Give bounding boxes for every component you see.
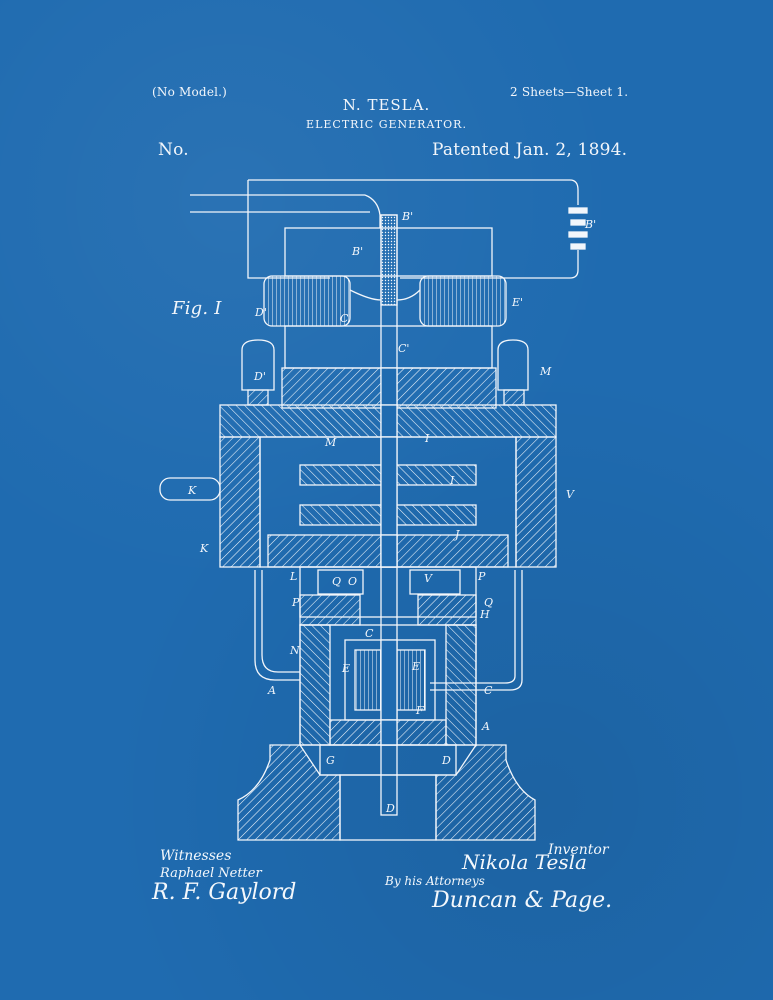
part-label: N bbox=[289, 644, 300, 657]
lead-wires bbox=[190, 194, 370, 213]
part-label: O bbox=[348, 575, 357, 588]
attorneys-signature: Duncan & Page. bbox=[432, 888, 613, 913]
part-label: H bbox=[479, 608, 490, 621]
part-label: M bbox=[324, 436, 337, 449]
part-label: Q bbox=[332, 575, 341, 588]
part-label: B' bbox=[351, 245, 363, 258]
part-label: D' bbox=[253, 370, 266, 383]
part-label: P bbox=[477, 570, 486, 583]
figure-label: Fig. I bbox=[172, 298, 222, 319]
inlet-pipe bbox=[159, 477, 221, 501]
inventor-name: N. TESLA. bbox=[342, 96, 431, 114]
part-label: B' bbox=[584, 218, 596, 231]
oil-cup-left-icon bbox=[241, 339, 275, 406]
no-model-note: (No Model.) bbox=[152, 85, 228, 99]
patent-number-label: No. bbox=[158, 140, 189, 160]
inventor-signature: Nikola Tesla bbox=[462, 850, 587, 874]
part-label: L bbox=[289, 570, 297, 583]
part-label: G bbox=[326, 754, 335, 767]
part-label: A bbox=[481, 720, 490, 733]
part-label: I bbox=[424, 432, 430, 445]
part-label: C' bbox=[398, 342, 409, 355]
sheet-number: 2 Sheets—Sheet 1. bbox=[510, 85, 629, 99]
part-label: E' bbox=[511, 296, 523, 309]
part-label: C bbox=[365, 627, 374, 640]
part-label: K bbox=[187, 484, 197, 497]
part-label: M bbox=[539, 365, 552, 378]
battery-icon bbox=[568, 205, 588, 250]
part-label: D bbox=[385, 802, 395, 815]
part-label: E bbox=[411, 660, 420, 673]
part-label: I bbox=[449, 474, 455, 487]
part-label: V bbox=[566, 488, 575, 501]
part-label: D' bbox=[254, 306, 267, 319]
part-label: Q bbox=[484, 596, 493, 609]
part-label: B' bbox=[401, 210, 413, 223]
part-label: C bbox=[484, 684, 493, 697]
part-label: K bbox=[199, 542, 209, 555]
inventor-label: Inventor bbox=[548, 842, 609, 858]
part-label: C' bbox=[340, 312, 351, 325]
witness-signature-2: R. F. Gaylord bbox=[152, 880, 297, 905]
right-tube bbox=[430, 570, 523, 691]
part-label: J bbox=[453, 528, 460, 541]
attorneys-label: By his Attorneys bbox=[385, 874, 485, 888]
part-label: D bbox=[441, 754, 451, 767]
left-tube bbox=[254, 570, 300, 681]
part-label: E bbox=[341, 662, 350, 675]
part-label: F bbox=[415, 704, 424, 717]
witness-signature-1: Raphael Netter bbox=[160, 866, 262, 881]
part-label: V bbox=[424, 572, 433, 585]
patent-date: Patented Jan. 2, 1894. bbox=[432, 140, 628, 160]
witnesses-label: Witnesses bbox=[160, 848, 232, 864]
part-label: A bbox=[267, 684, 276, 697]
oil-cup-right-icon bbox=[497, 339, 529, 406]
patent-title: ELECTRIC GENERATOR. bbox=[306, 118, 467, 131]
part-label: P bbox=[291, 596, 300, 609]
